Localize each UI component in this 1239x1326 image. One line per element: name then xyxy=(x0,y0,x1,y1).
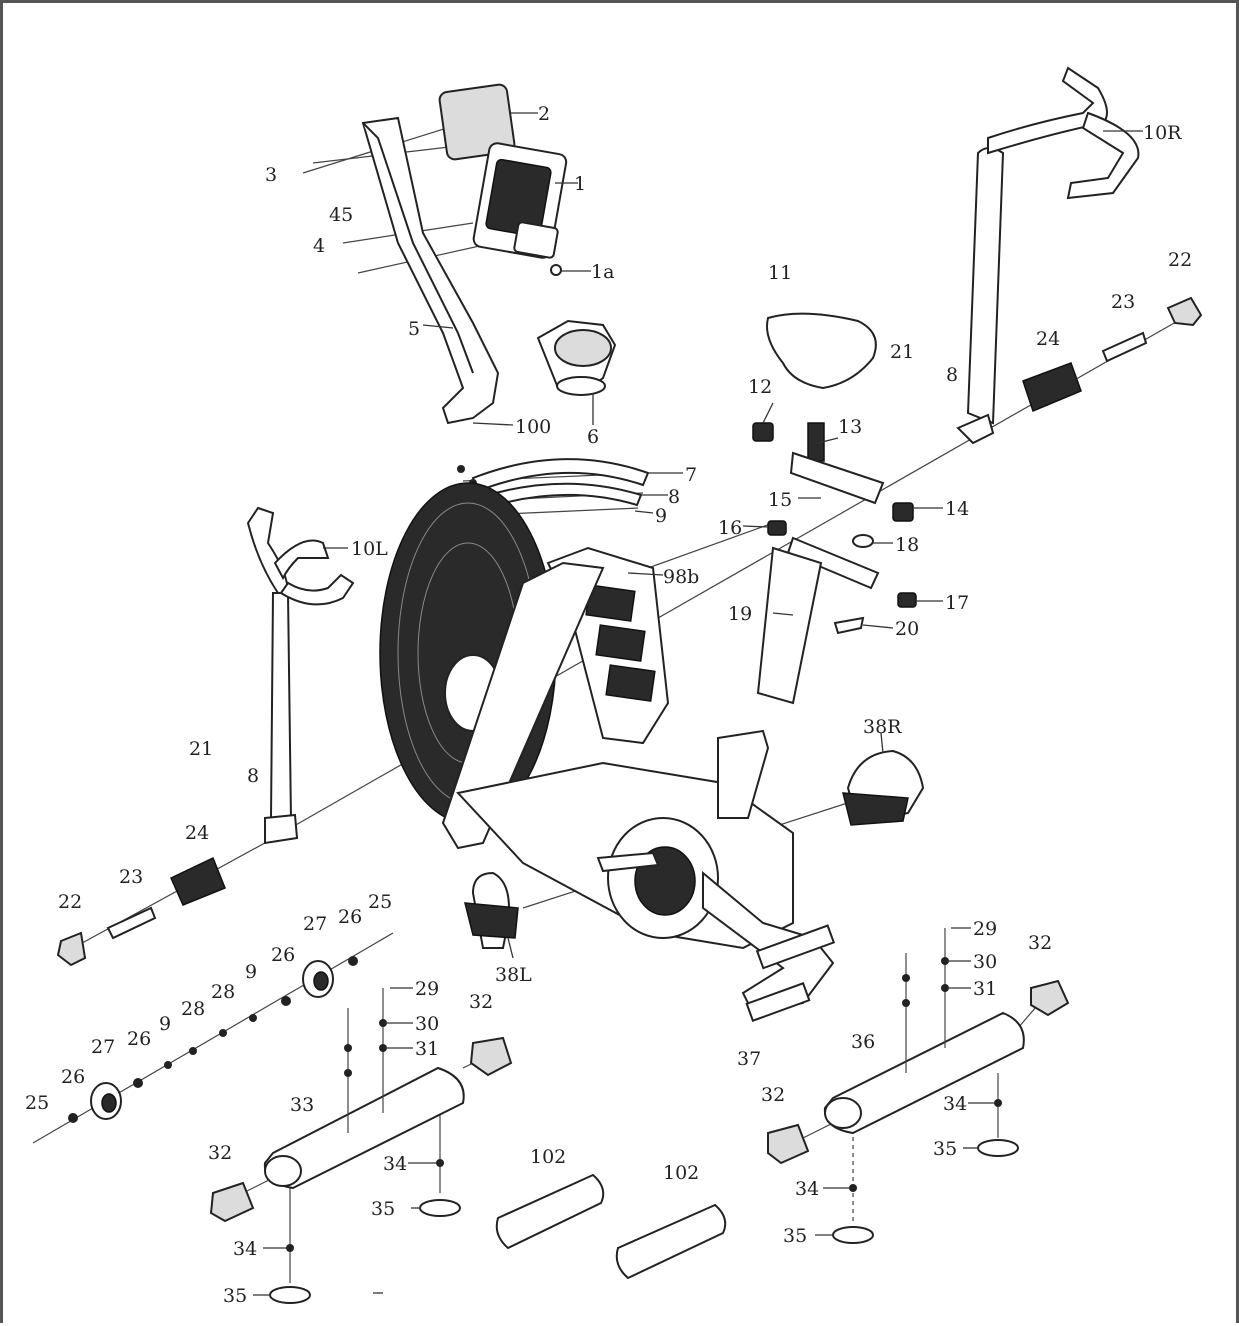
label-part-25-bottom: 25 xyxy=(25,1092,49,1114)
transport-wheels xyxy=(68,956,358,1123)
fan-guard-arcs xyxy=(457,458,650,511)
label-part-2: 2 xyxy=(538,103,550,125)
label-part-31-front: 31 xyxy=(415,1038,439,1060)
label-part-35-front-left: 35 xyxy=(223,1285,247,1307)
label-part-20: 20 xyxy=(895,618,919,640)
bottle-holder xyxy=(536,319,617,396)
exploded-view-drawing: 2 1 1a 3 45 4 5 100 6 7 8 9 98b 10L 10R … xyxy=(25,66,1203,1307)
label-part-6: 6 xyxy=(587,426,599,448)
label-part-27-top: 27 xyxy=(303,913,327,935)
label-part-32-rear-right: 32 xyxy=(1028,932,1052,954)
label-part-34-front-left: 34 xyxy=(233,1238,257,1260)
front-stabilizer xyxy=(209,988,513,1304)
label-part-14: 14 xyxy=(945,498,969,520)
label-part-24-right: 24 xyxy=(1036,328,1060,350)
label-part-36: 36 xyxy=(851,1031,875,1053)
label-part-31-rear: 31 xyxy=(973,978,997,1000)
label-part-27-bottom: 27 xyxy=(91,1036,115,1058)
pedal-parts xyxy=(56,296,1203,967)
label-part-29-rear: 29 xyxy=(973,918,997,940)
handlebar-left xyxy=(246,506,355,845)
label-part-22-left: 22 xyxy=(58,891,82,913)
label-part-23-right: 23 xyxy=(1111,291,1135,313)
label-part-34-rear-right: 34 xyxy=(943,1093,967,1115)
handlebar-right xyxy=(956,66,1140,445)
label-part-32-front-right: 32 xyxy=(469,991,493,1013)
label-part-8-right: 8 xyxy=(946,364,958,386)
label-part-38l: 38L xyxy=(495,964,532,986)
label-part-45: 45 xyxy=(329,204,353,226)
label-part-28-bottom: 28 xyxy=(181,998,205,1020)
label-part-30-front: 30 xyxy=(415,1013,439,1035)
label-part-38r: 38R xyxy=(863,716,902,738)
label-part-28-top: 28 xyxy=(211,981,235,1003)
label-part-8-top: 8 xyxy=(668,486,680,508)
label-part-16: 16 xyxy=(718,517,742,539)
label-part-33: 33 xyxy=(290,1094,314,1116)
label-part-26-low: 26 xyxy=(127,1028,151,1050)
label-part-13: 13 xyxy=(838,416,862,438)
rear-stabilizer xyxy=(767,928,1070,1244)
label-part-32-rear-left: 32 xyxy=(761,1084,785,1106)
label-part-9-top: 9 xyxy=(655,505,667,527)
label-part-23-left: 23 xyxy=(119,866,143,888)
leader-lines xyxy=(253,112,1143,1296)
label-part-1: 1 xyxy=(574,173,586,195)
label-part-25-top: 25 xyxy=(368,891,392,913)
label-part-98b: 98b xyxy=(663,566,699,588)
label-part-35-front-right: 35 xyxy=(371,1198,395,1220)
label-part-100: 100 xyxy=(515,416,551,438)
label-part-5: 5 xyxy=(408,318,420,340)
label-part-34-rear-left: 34 xyxy=(795,1178,819,1200)
label-part-30-rear: 30 xyxy=(973,951,997,973)
label-part-102-left: 102 xyxy=(530,1146,566,1168)
label-part-26-bottom: 26 xyxy=(61,1066,85,1088)
label-part-35-rear-left: 35 xyxy=(783,1225,807,1247)
label-part-26-top: 26 xyxy=(338,906,362,928)
seat-assembly xyxy=(752,312,917,705)
label-part-9-bottom: 9 xyxy=(159,1013,171,1035)
label-part-26-mid: 26 xyxy=(271,944,295,966)
label-part-34-front-right: 34 xyxy=(383,1153,407,1175)
label-part-19: 19 xyxy=(728,603,752,625)
label-part-37: 37 xyxy=(737,1048,761,1070)
label-part-11: 11 xyxy=(768,262,792,284)
label-part-10l: 10L xyxy=(351,538,388,560)
label-part-12: 12 xyxy=(748,376,772,398)
label-part-10r: 10R xyxy=(1143,122,1182,144)
stabilizer-sleeves xyxy=(495,1173,727,1280)
label-part-21-left: 21 xyxy=(189,738,213,760)
label-part-18: 18 xyxy=(895,534,919,556)
label-part-29-front: 29 xyxy=(415,978,439,1000)
label-part-21-right: 21 xyxy=(890,341,914,363)
label-part-3: 3 xyxy=(265,164,277,186)
label-part-9-mid: 9 xyxy=(245,961,257,983)
label-part-4: 4 xyxy=(313,235,325,257)
part-number-labels: 2 1 1a 3 45 4 5 100 6 7 8 9 98b 10L 10R … xyxy=(25,103,1192,1307)
main-frame-fan xyxy=(379,482,836,1022)
label-part-35-rear-right: 35 xyxy=(933,1138,957,1160)
label-part-22-right: 22 xyxy=(1168,249,1192,271)
label-part-15: 15 xyxy=(768,489,792,511)
label-part-1a: 1a xyxy=(591,261,614,283)
label-part-7: 7 xyxy=(685,464,697,486)
label-part-17: 17 xyxy=(945,592,969,614)
label-part-102-right: 102 xyxy=(663,1162,699,1184)
label-part-8-left: 8 xyxy=(247,765,259,787)
label-part-32-front-left: 32 xyxy=(208,1142,232,1164)
foot-straps xyxy=(464,749,925,949)
label-part-24-left: 24 xyxy=(185,822,209,844)
console-assembly xyxy=(361,83,568,425)
